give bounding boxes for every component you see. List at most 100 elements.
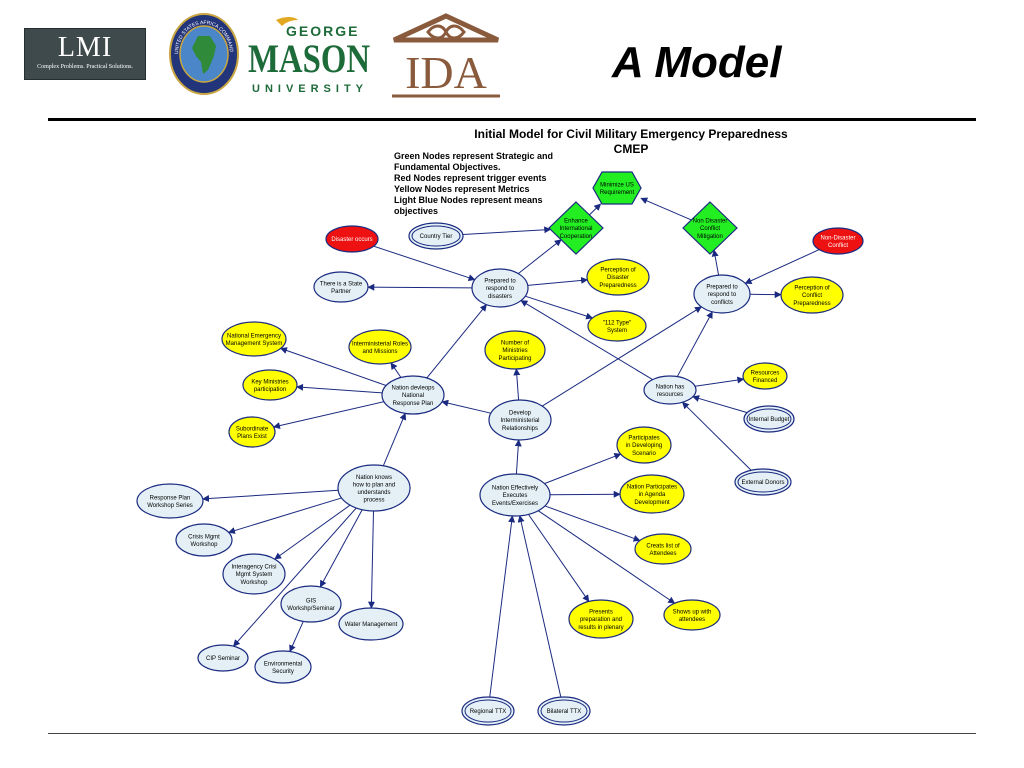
node-label: Nation Participates bbox=[627, 485, 677, 491]
edge-ndnrp-to-key_min bbox=[296, 383, 383, 394]
node-label: Creats list of bbox=[646, 543, 680, 549]
node-label: Scenario bbox=[632, 451, 656, 457]
edge-exec-to-agenda bbox=[549, 490, 621, 498]
lmi-logo-mark: LMI bbox=[57, 32, 113, 63]
node-label: process bbox=[363, 498, 384, 504]
node-label: Nation devleops bbox=[391, 386, 434, 392]
node-label: Non-Disaster bbox=[820, 235, 855, 241]
edge-country-to-enhance bbox=[462, 226, 552, 235]
node-label: resources bbox=[657, 392, 683, 398]
legend-line: Yellow Nodes represent Metrics bbox=[394, 184, 530, 194]
node-label: Prepared to bbox=[706, 285, 738, 291]
node-label: respond to bbox=[486, 286, 515, 292]
node-label: Workshop bbox=[191, 542, 219, 548]
edge-bilateral-to-exec bbox=[517, 515, 562, 698]
node-label: National Emergency bbox=[227, 333, 281, 339]
node-label: Environmental bbox=[264, 661, 302, 667]
edge-dev_rel-to-prep_con bbox=[542, 306, 702, 407]
node-label: Number of bbox=[501, 341, 529, 347]
edge-nondis-to-min_us bbox=[640, 197, 692, 221]
node-label: Interagency Crisi bbox=[231, 565, 276, 571]
legend-line: Fundamental Objectives. bbox=[394, 162, 501, 172]
ida-logo: IDA bbox=[392, 13, 500, 98]
node-label: "112 Type" bbox=[603, 320, 631, 326]
node-label: Interministerial Roles bbox=[352, 341, 408, 347]
node-label: Interministerial bbox=[500, 418, 539, 424]
edge-budget-to-has_res bbox=[692, 395, 748, 414]
edge-ext_don-to-has_res bbox=[681, 401, 752, 471]
node-label: Plans Exist bbox=[237, 434, 267, 440]
node-label: Perception of bbox=[794, 286, 830, 292]
node-label: There is a State bbox=[320, 281, 363, 287]
node-label: Financed bbox=[753, 378, 778, 384]
node-label: preparation and bbox=[580, 617, 622, 623]
node-label: Workshp/Seminar bbox=[287, 606, 335, 612]
node-label: Development bbox=[634, 500, 670, 506]
node-label: Conflict bbox=[802, 293, 822, 299]
node-label: Management System bbox=[226, 341, 283, 347]
diagram-nodes: Minimize USRequirementEnhanceInternation… bbox=[136, 171, 864, 726]
node-regional: Regional TTX bbox=[461, 696, 515, 726]
lmi-logo-tagline: Complex Problems. Practical Solutions. bbox=[37, 64, 133, 70]
node-label: Develop bbox=[509, 411, 532, 417]
node-label: Executes bbox=[503, 493, 528, 499]
legend-line: Red Nodes represent trigger events bbox=[394, 173, 547, 183]
edge-exec-to-presents bbox=[528, 514, 590, 603]
node-label: Shows up with bbox=[673, 609, 712, 615]
node-label: Conflict bbox=[700, 226, 720, 232]
node-label: Workshop Series bbox=[147, 503, 193, 509]
node-label: Prepared to bbox=[484, 279, 516, 285]
node-label: Security bbox=[272, 669, 294, 675]
edge-prep_dis-to-state bbox=[367, 283, 473, 291]
node-label: International bbox=[559, 226, 592, 232]
edge-knows-to-rpws bbox=[202, 489, 339, 503]
node-label: National bbox=[402, 393, 424, 399]
node-label: System bbox=[607, 328, 627, 334]
edge-exec-to-part_dev bbox=[544, 453, 622, 485]
node-label: Ministries bbox=[502, 348, 527, 354]
diagram-legend: Green Nodes represent Strategic and Fund… bbox=[394, 151, 553, 216]
node-bilateral: Bilateral TTX bbox=[537, 696, 591, 726]
edge-disaster-to-prep_dis bbox=[373, 245, 476, 282]
edge-knows-to-crisis bbox=[228, 497, 342, 534]
edge-prep_dis-to-perc_dis bbox=[527, 276, 589, 286]
node-label: Key Ministries bbox=[251, 379, 288, 385]
node-label: CIP Seminar bbox=[206, 656, 240, 662]
edge-regional-to-exec bbox=[489, 515, 516, 698]
edge-knows-to-gis bbox=[319, 509, 363, 588]
edge-prep_dis-to-enhance bbox=[517, 239, 562, 274]
node-water: Water Management bbox=[338, 607, 404, 641]
node-label: Preparedness bbox=[793, 301, 830, 307]
edge-prep_con-to-nondis bbox=[711, 249, 720, 276]
legend-line: Green Nodes represent Strategic and bbox=[394, 151, 553, 161]
node-label: Response Plan bbox=[393, 401, 434, 407]
edge-knows-to-cip bbox=[233, 507, 357, 647]
node-label: Nation knows bbox=[356, 475, 392, 481]
node-label: Perception of bbox=[600, 268, 636, 274]
node-label: Non Disaster bbox=[693, 219, 728, 225]
edge-ndnrp-to-prep_dis bbox=[426, 304, 487, 379]
node-label: Water Management bbox=[345, 622, 398, 628]
node-label: Requirement bbox=[600, 190, 635, 196]
node-label: Crisis Mgmt bbox=[188, 534, 220, 540]
